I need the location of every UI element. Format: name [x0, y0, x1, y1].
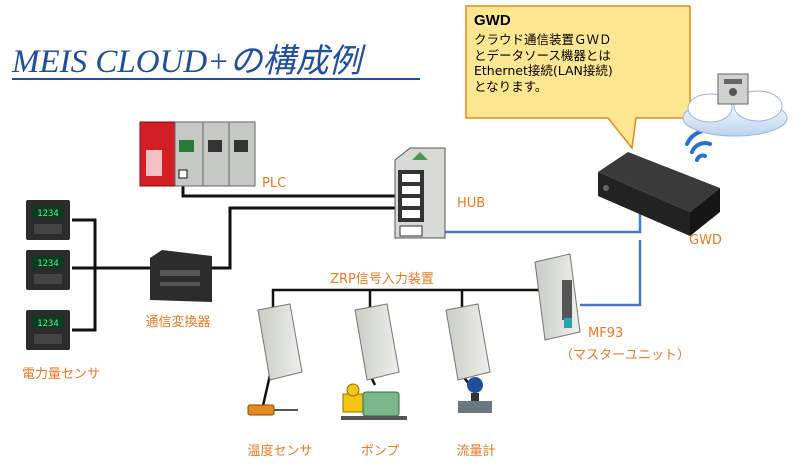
pump-label: ポンプ	[360, 444, 400, 459]
lan-cables	[428, 214, 642, 307]
converter-label: 通信変換器	[145, 315, 211, 330]
mf93-device	[534, 253, 581, 341]
gwd-device	[598, 152, 720, 236]
plc-device	[139, 121, 256, 187]
temperature-sensor-label: 温度センサ	[247, 444, 313, 459]
zrp-label: ZRP信号入力装置	[330, 272, 434, 287]
wifi-icon	[685, 128, 717, 162]
page-title: MEIS CLOUD+の構成例	[12, 44, 362, 80]
title-underline	[12, 78, 420, 80]
callout-line: とデータソース機器とは	[474, 47, 611, 63]
power-sensor-readout: 1234	[37, 319, 59, 329]
power-sensors: 1234 1234 1234	[26, 200, 70, 350]
power-sensor-readout: 1234	[37, 209, 59, 219]
hub-label: HUB	[457, 196, 486, 211]
callout-text: クラウド通信装置ＧＷＤ とデータソース機器とは Ethernet接続(LAN接続…	[474, 32, 684, 94]
callout-line: となります。	[474, 78, 548, 94]
hub-device	[394, 147, 446, 239]
gwd-callout-bubble	[465, 5, 691, 150]
temperature-probe	[247, 404, 298, 416]
flowmeter-label: 流量計	[456, 444, 496, 459]
converter-device	[150, 250, 212, 302]
flowmeter-device	[458, 377, 492, 413]
cloud-icon	[682, 73, 788, 137]
plc-label: PLC	[262, 176, 287, 191]
zrp-modules	[257, 303, 491, 381]
black-cables	[72, 176, 400, 332]
callout-heading: GWD	[474, 12, 511, 29]
callout-line: クラウド通信装置ＧＷＤ	[474, 32, 612, 47]
pump-device	[341, 383, 407, 420]
power-sensor-readout: 1234	[37, 259, 59, 269]
mf93-label: MF93	[588, 326, 624, 341]
zrp-bus-cables	[260, 288, 545, 411]
callout-line: Ethernet接続(LAN接続)	[474, 63, 613, 78]
power-sensor-label: 電力量センサ	[22, 367, 101, 382]
mf93-sub-label: （マスターユニット）	[560, 348, 691, 363]
gwd-label: GWD	[689, 233, 722, 248]
